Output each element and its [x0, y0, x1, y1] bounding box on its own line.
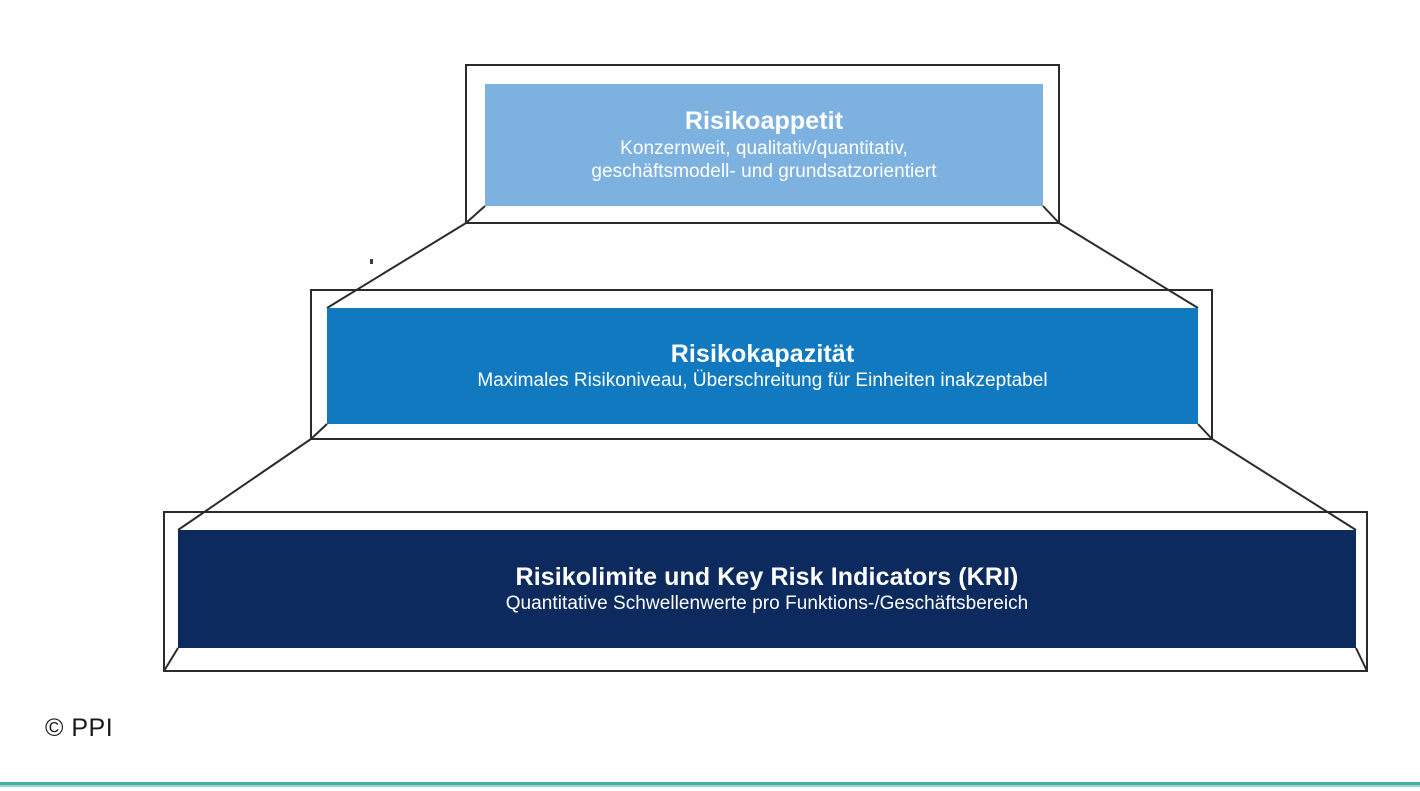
- tier-2-title: Risikokapazität: [670, 339, 855, 368]
- tier-3-subtitle-line-1: Quantitative Schwellenwerte pro Funktion…: [505, 593, 1029, 615]
- connector-left-base: [163, 647, 179, 672]
- tier-1-bar-left-skirt: [465, 205, 486, 224]
- pyramid-tier-risikokapazitaet[interactable]: Risikokapazität Maximales Risikoniveau, …: [327, 308, 1198, 424]
- pyramid-tier-risikoappetit[interactable]: Risikoappetit Konzernweit, qualitativ/qu…: [485, 84, 1043, 206]
- connector-left-1-2: [326, 222, 467, 309]
- tier-2-bar-left-skirt: [310, 423, 328, 440]
- tier-1-title: Risikoappetit: [684, 106, 844, 135]
- connector-right-1-2: [1058, 222, 1199, 309]
- connector-right-base: [1355, 647, 1368, 672]
- tier-3-title: Risikolimite und Key Risk Indicators (KR…: [515, 562, 1019, 591]
- tier-1-subtitle-line-2: geschäftsmodell- und grundsatzorientiert: [591, 160, 937, 182]
- tier-2-subtitle-line-1: Maximales Risikoniveau, Überschreitung f…: [477, 370, 1048, 392]
- tier-2-bar-right-skirt: [1197, 423, 1213, 440]
- bottom-accent-rule: [0, 782, 1420, 785]
- connector-left-2-3: [177, 438, 312, 531]
- pyramid-tier-risikolimite-kri[interactable]: Risikolimite und Key Risk Indicators (KR…: [178, 530, 1356, 648]
- bottom-accent-rule-shadow: [0, 785, 1420, 787]
- copyright-notice: © PPI: [45, 714, 114, 742]
- stray-dot-artifact: [370, 259, 373, 264]
- connector-right-2-3: [1211, 438, 1357, 531]
- tier-1-subtitle-line-1: Konzernweit, qualitativ/quantitativ,: [620, 137, 908, 159]
- tier-1-bar-right-skirt: [1042, 205, 1060, 224]
